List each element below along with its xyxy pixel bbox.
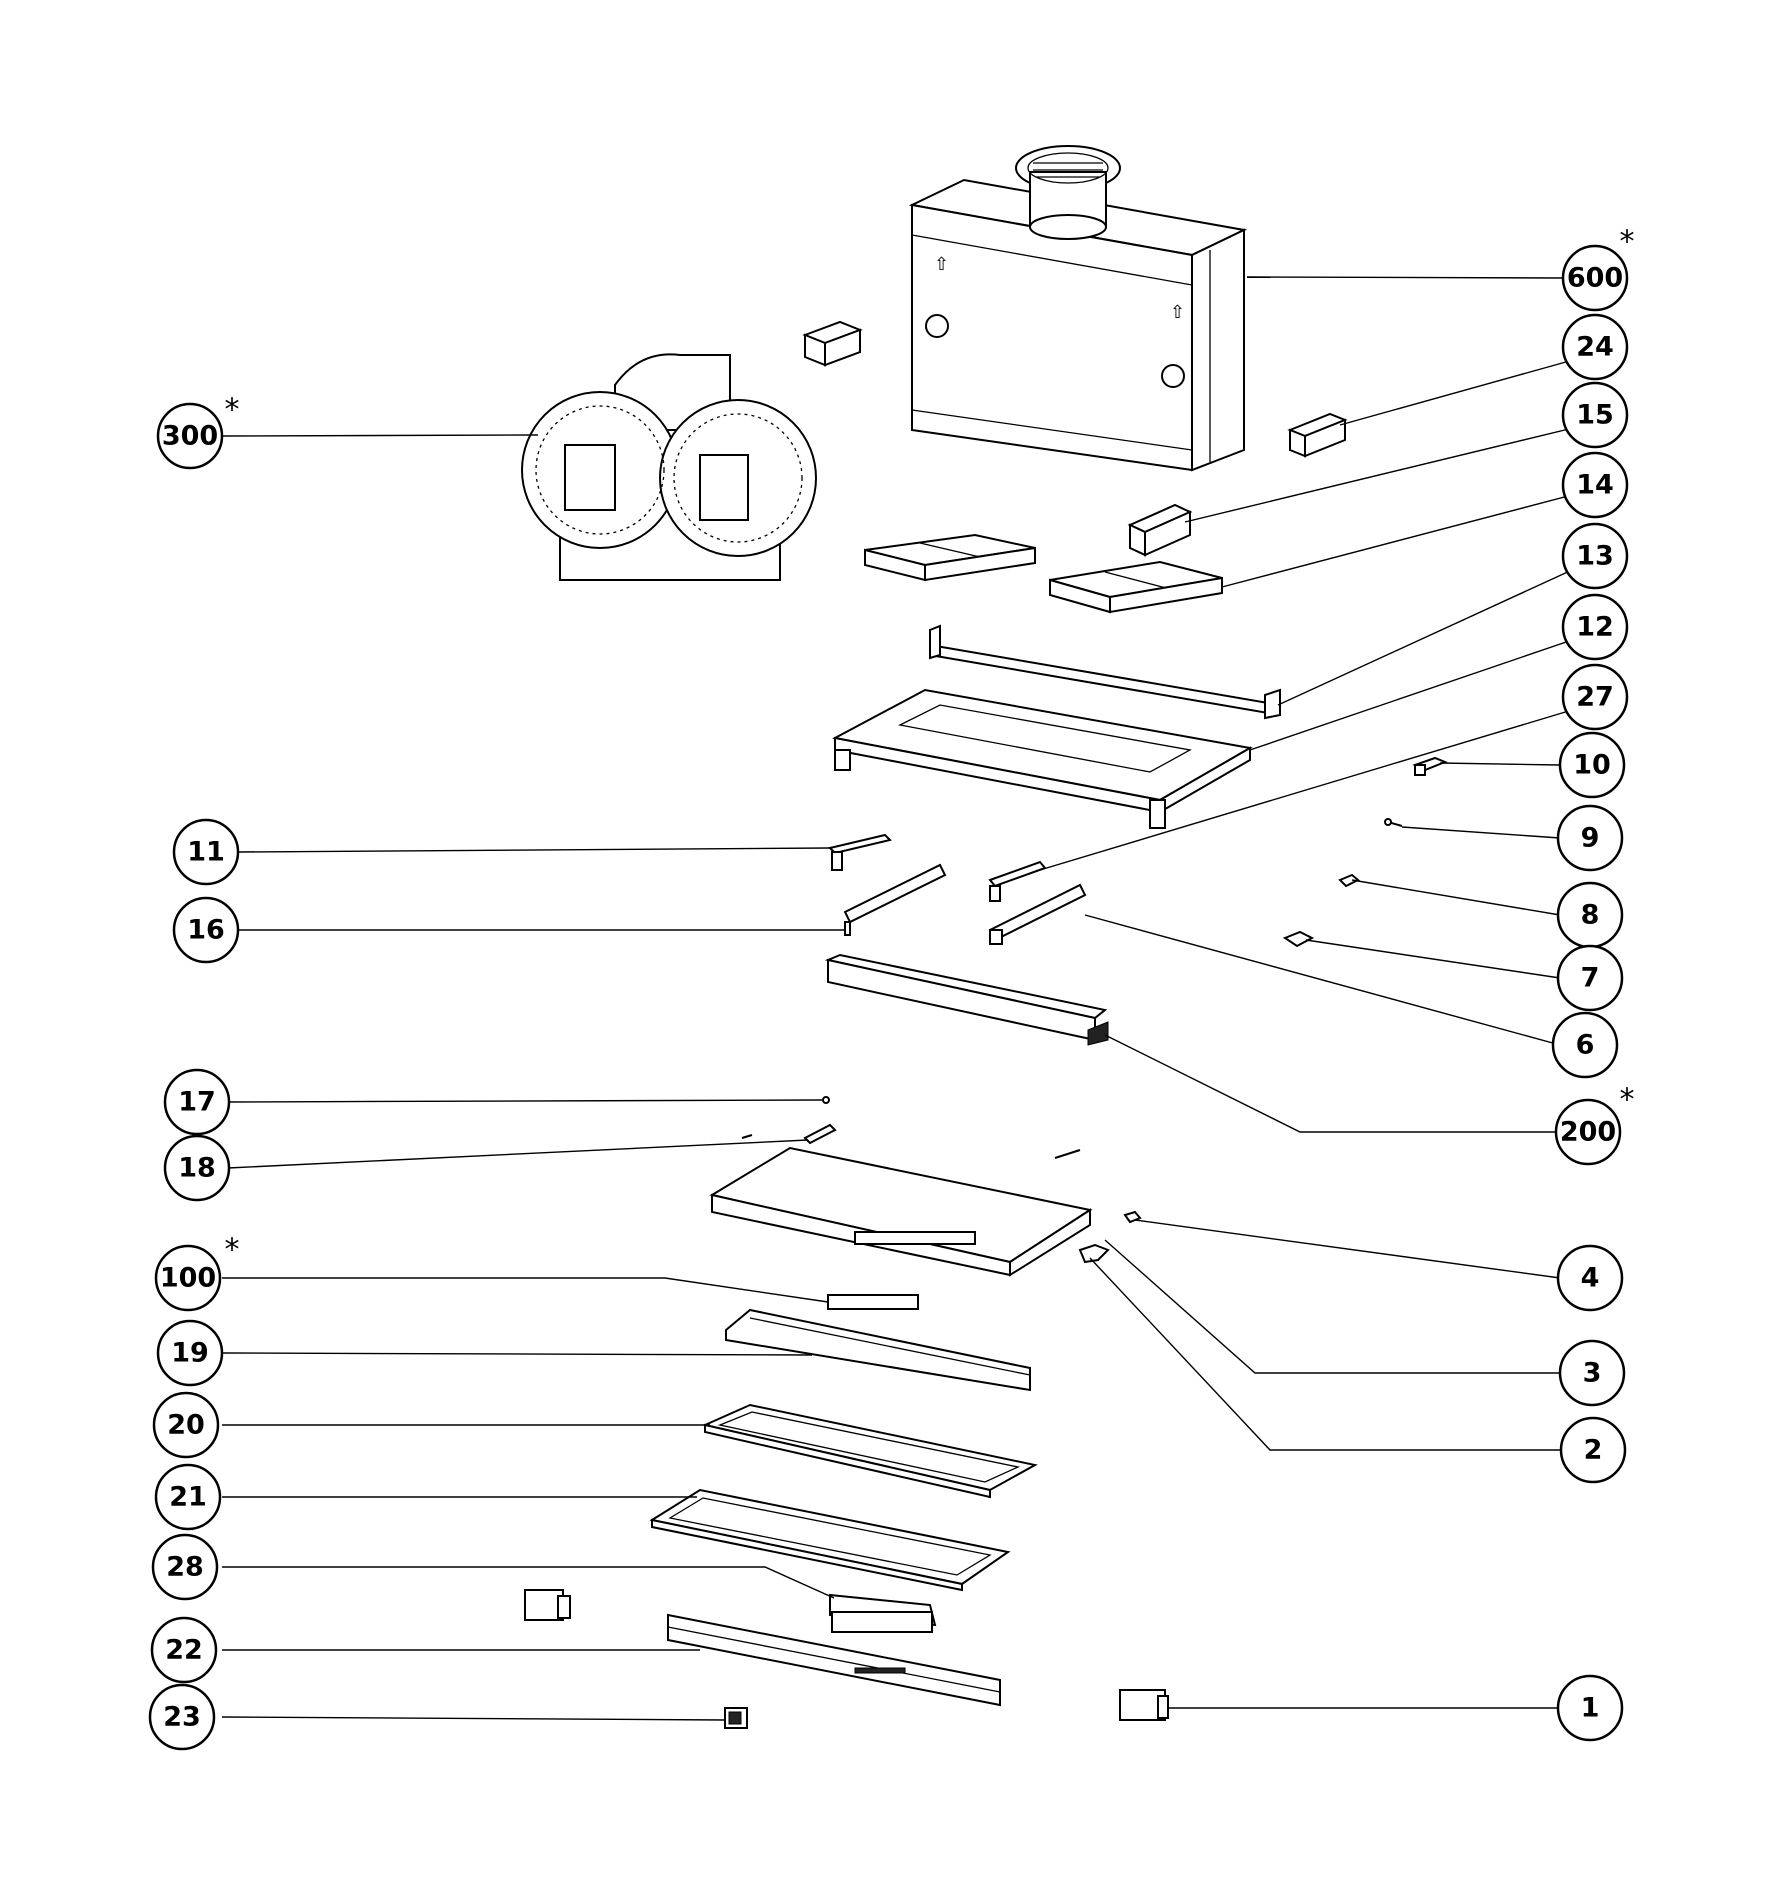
svg-text:21: 21 [169, 1482, 207, 1513]
svg-text:19: 19 [171, 1338, 209, 1369]
part-18-clip [741, 1123, 837, 1145]
part-endcap-left [524, 1589, 571, 1621]
svg-text:6: 6 [1576, 1030, 1595, 1061]
svg-text:*: * [225, 1233, 240, 1268]
part-7-clip [1282, 930, 1315, 948]
svg-text:11: 11 [187, 837, 225, 868]
callout-14: 14 [1561, 451, 1629, 519]
callout-6: 6 [1551, 1011, 1619, 1079]
svg-text:15: 15 [1576, 400, 1614, 431]
svg-text:23: 23 [163, 1702, 201, 1733]
part-16-slide [843, 863, 947, 936]
callout-8: 8 [1556, 881, 1624, 949]
part-6-slide [988, 883, 1087, 945]
callout-1: 1 [1556, 1674, 1624, 1742]
callout-22: 22 [150, 1616, 218, 1684]
part-23-cap [724, 1707, 748, 1729]
part-200-channel [824, 953, 1109, 1046]
callout-9: 9 [1556, 804, 1624, 872]
callouts: 600 * 24 15 14 13 12 27 10 [148, 225, 1635, 1751]
part-2-clip [1078, 1243, 1110, 1264]
svg-text:9: 9 [1581, 823, 1600, 854]
part-bracket-left [802, 320, 863, 367]
svg-text:*: * [225, 393, 240, 428]
callout-11: 11 [172, 818, 240, 886]
callout-7: 7 [1556, 944, 1624, 1012]
svg-text:*: * [1620, 1083, 1635, 1118]
callout-19: 19 [156, 1319, 224, 1387]
part-11-hinge [828, 833, 892, 871]
svg-text:16: 16 [187, 915, 225, 946]
svg-text:27: 27 [1576, 682, 1614, 713]
callout-12: 12 [1561, 593, 1629, 661]
callout-21: 21 [154, 1463, 222, 1531]
callout-2: 2 [1559, 1416, 1627, 1484]
callout-17: 17 [163, 1068, 231, 1136]
part-13-rail [929, 624, 1281, 720]
svg-text:*: * [1620, 225, 1635, 260]
callout-27: 27 [1561, 663, 1629, 731]
svg-text:100: 100 [160, 1263, 216, 1294]
part-15-bracket [1127, 503, 1193, 557]
callout-13: 13 [1561, 522, 1629, 590]
svg-text:10: 10 [1573, 750, 1611, 781]
part-24-bracket [1287, 412, 1348, 458]
part-22-trim [667, 1613, 1001, 1707]
part-19-rail [725, 1308, 1031, 1392]
svg-text:3: 3 [1583, 1358, 1602, 1389]
part-9-screw [1384, 818, 1403, 827]
part-8-screw [1338, 873, 1360, 888]
svg-text:2: 2 [1584, 1435, 1603, 1466]
svg-text:22: 22 [165, 1635, 203, 1666]
callout-200: 200 * [1554, 1083, 1635, 1166]
svg-text:28: 28 [166, 1552, 204, 1583]
callout-23: 23 [148, 1683, 216, 1751]
svg-text:7: 7 [1581, 963, 1600, 994]
callout-4: 4 [1556, 1244, 1624, 1312]
callout-3: 3 [1558, 1339, 1626, 1407]
svg-text:600: 600 [1567, 263, 1623, 294]
part-14-filter-tray [1049, 560, 1223, 614]
svg-text:18: 18 [178, 1153, 216, 1184]
callout-16: 16 [172, 896, 240, 964]
callout-10: 10 [1558, 731, 1626, 799]
callout-600: 600 * [1561, 225, 1635, 312]
part-12-frame [832, 688, 1253, 829]
svg-text:12: 12 [1576, 612, 1614, 643]
svg-text:⇧: ⇧ [1170, 302, 1185, 323]
svg-text:17: 17 [178, 1087, 216, 1118]
svg-text:20: 20 [167, 1410, 205, 1441]
svg-text:8: 8 [1581, 900, 1600, 931]
part-21-filter [649, 1488, 1011, 1592]
part-100-light [827, 1294, 919, 1310]
part-300-blower [521, 353, 817, 581]
svg-text:200: 200 [1560, 1117, 1616, 1148]
callout-300: 300 * [156, 393, 240, 470]
svg-text:300: 300 [162, 421, 218, 452]
part-17-screw [822, 1096, 830, 1104]
part-27-hinge [988, 860, 1047, 902]
callout-15: 15 [1561, 381, 1629, 449]
leader-lines [221, 276, 1574, 1721]
part-1-endcap [1119, 1689, 1169, 1721]
callout-18: 18 [163, 1134, 231, 1202]
part-filter-tray-left [864, 533, 1036, 582]
part-28-cover [829, 1593, 937, 1633]
callout-24: 24 [1561, 313, 1629, 381]
callout-100: 100 * [154, 1233, 240, 1312]
part-10-clip [1412, 756, 1448, 776]
svg-text:⇧: ⇧ [934, 254, 949, 275]
svg-text:4: 4 [1581, 1263, 1600, 1294]
callout-28: 28 [151, 1533, 219, 1601]
part-600-housing: ⇧ ⇧ [908, 145, 1248, 472]
part-lower-tray [709, 1146, 1093, 1277]
callout-20: 20 [152, 1391, 220, 1459]
svg-text:13: 13 [1576, 541, 1614, 572]
svg-text:24: 24 [1576, 332, 1614, 363]
svg-text:1: 1 [1581, 1693, 1600, 1724]
part-20-filter [701, 1403, 1038, 1499]
part-drawings: ⇧ ⇧ [521, 145, 1448, 1729]
svg-text:14: 14 [1576, 470, 1614, 501]
